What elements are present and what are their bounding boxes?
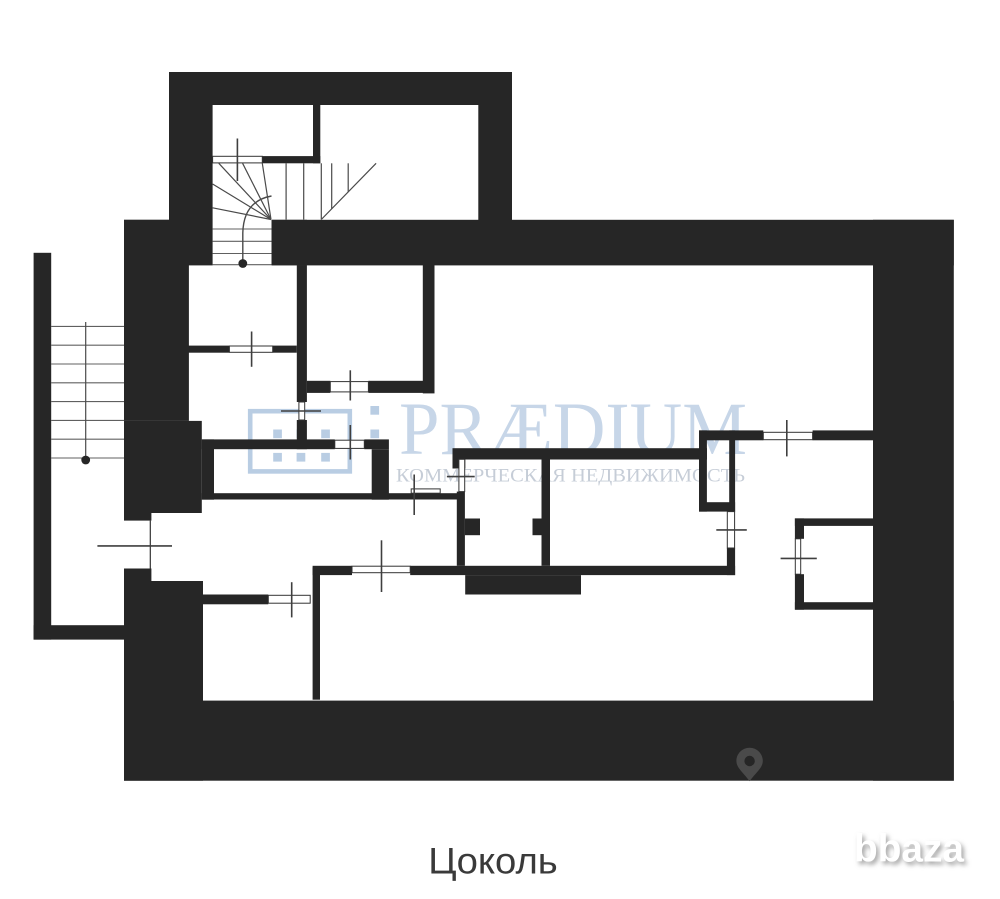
svg-text:bbaza: bbaza [854, 827, 964, 870]
svg-text:Цоколь: Цоколь [428, 841, 558, 882]
svg-text:КОММЕРЧЕСКАЯ НЕДВИЖИМОСТЬ: КОММЕРЧЕСКАЯ НЕДВИЖИМОСТЬ [396, 467, 745, 487]
